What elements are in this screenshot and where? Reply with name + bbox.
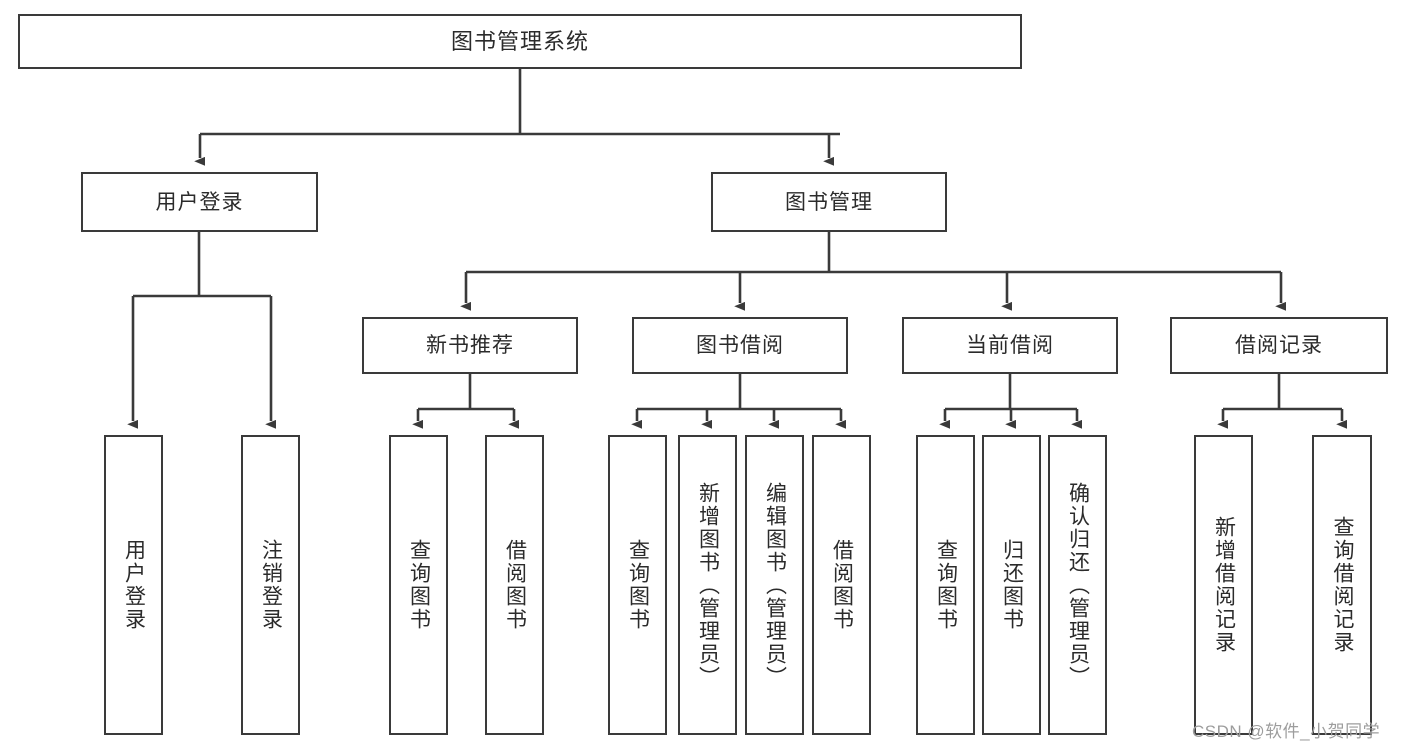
node-leaf-return-book-label: 归还图书 <box>1000 539 1024 631</box>
node-leaf-query-record-label: 查询借阅记录 <box>1331 516 1355 654</box>
node-leaf-query-book-1-label: 查询图书 <box>407 539 431 631</box>
node-root[interactable]: 图书管理系统 <box>18 14 1022 69</box>
node-book-borrow-label: 图书借阅 <box>696 334 784 357</box>
node-book-borrow[interactable]: 图书借阅 <box>632 317 848 374</box>
node-leaf-user-login-label: 用户登录 <box>122 539 146 631</box>
node-leaf-add-book-label: 新增图书（管理员） <box>696 481 720 689</box>
node-borrow-record[interactable]: 借阅记录 <box>1170 317 1388 374</box>
node-leaf-edit-book-label: 编辑图书（管理员） <box>763 481 787 689</box>
node-leaf-add-record-label: 新增借阅记录 <box>1212 516 1236 654</box>
node-leaf-return-book[interactable]: 归还图书 <box>982 435 1041 735</box>
node-current-borrow[interactable]: 当前借阅 <box>902 317 1118 374</box>
node-leaf-borrow-book-2[interactable]: 借阅图书 <box>812 435 871 735</box>
node-leaf-query-book-3[interactable]: 查询图书 <box>916 435 975 735</box>
node-leaf-user-logout-label: 注销登录 <box>259 539 283 631</box>
node-leaf-user-logout[interactable]: 注销登录 <box>241 435 300 735</box>
node-leaf-query-book-2-label: 查询图书 <box>626 539 650 631</box>
node-user-login-label: 用户登录 <box>155 190 244 214</box>
node-book-manage[interactable]: 图书管理 <box>711 172 947 232</box>
node-leaf-confirm-return[interactable]: 确认归还（管理员） <box>1048 435 1107 735</box>
node-leaf-confirm-return-label: 确认归还（管理员） <box>1066 481 1090 689</box>
node-leaf-query-record[interactable]: 查询借阅记录 <box>1312 435 1372 735</box>
node-leaf-borrow-book-1-label: 借阅图书 <box>503 539 527 631</box>
node-leaf-add-record[interactable]: 新增借阅记录 <box>1194 435 1253 735</box>
node-current-borrow-label: 当前借阅 <box>966 334 1054 357</box>
node-new-book-recommend[interactable]: 新书推荐 <box>362 317 578 374</box>
node-leaf-edit-book[interactable]: 编辑图书（管理员） <box>745 435 804 735</box>
node-leaf-borrow-book-2-label: 借阅图书 <box>830 539 854 631</box>
node-new-book-recommend-label: 新书推荐 <box>426 334 514 357</box>
node-leaf-add-book[interactable]: 新增图书（管理员） <box>678 435 737 735</box>
node-book-manage-label: 图书管理 <box>785 190 873 214</box>
node-root-label: 图书管理系统 <box>450 28 589 54</box>
node-leaf-query-book-3-label: 查询图书 <box>934 539 958 631</box>
node-leaf-query-book-2[interactable]: 查询图书 <box>608 435 667 735</box>
node-leaf-borrow-book-1[interactable]: 借阅图书 <box>485 435 544 735</box>
node-leaf-user-login[interactable]: 用户登录 <box>104 435 163 735</box>
node-user-login[interactable]: 用户登录 <box>81 172 318 232</box>
node-borrow-record-label: 借阅记录 <box>1235 334 1323 357</box>
node-leaf-query-book-1[interactable]: 查询图书 <box>389 435 448 735</box>
csdn-watermark: CSDN @软件_小贺同学 <box>1192 722 1381 741</box>
